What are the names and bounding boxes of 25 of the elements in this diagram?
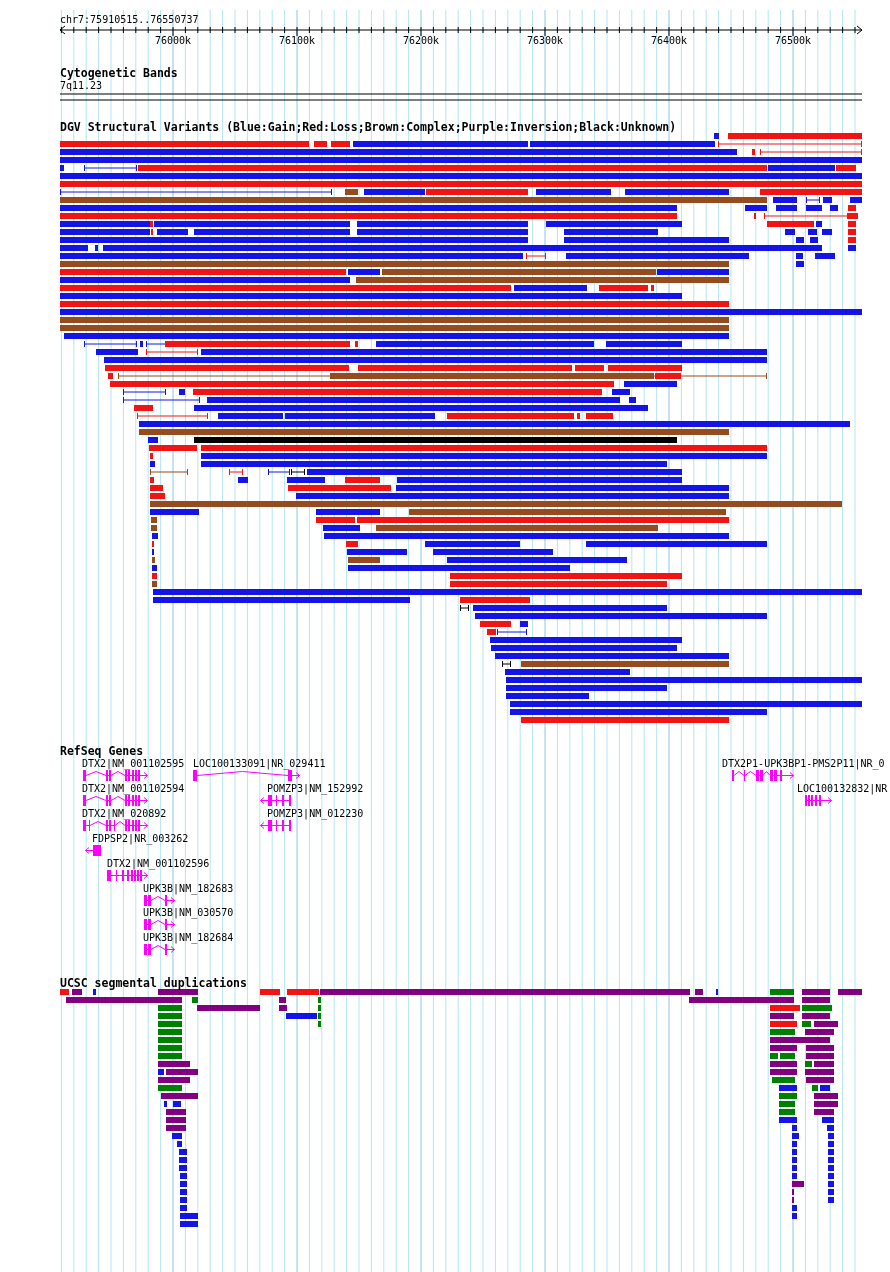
- gene-label: POMZP3|NM_152992: [267, 783, 364, 795]
- gene-label: DTX2P1-UPK3BP1-PMS2P11|NR_0: [722, 758, 885, 770]
- gene-label: UPK3B|NM_030570: [143, 907, 234, 919]
- gene-label: UPK3B|NM_182684: [143, 932, 234, 944]
- track-title: RefSeq Genes: [60, 745, 144, 758]
- position-label: chr7:75910515..76550737: [60, 14, 199, 26]
- gene-label: LOC100133091|NR_029411: [193, 758, 326, 770]
- gene-label: FDPSP2|NR_003262: [92, 833, 189, 845]
- gene-label: DTX2|NM_001102594: [82, 783, 185, 795]
- gene-label: DTX2|NM_001102595: [82, 758, 185, 770]
- axis-tick-label: 76100k: [278, 35, 316, 47]
- gene-label: DTX2|NM_001102596: [107, 858, 210, 870]
- axis-tick-label: 76500k: [774, 35, 812, 47]
- axis-tick-label: 76000k: [154, 35, 192, 47]
- gene-label: POMZP3|NM_012230: [267, 808, 364, 820]
- band-label: 7q11.23: [60, 80, 103, 92]
- gene-label: UPK3B|NM_182683: [143, 883, 234, 895]
- track-title: Cytogenetic Bands: [60, 67, 178, 80]
- gene-label: LOC100132832|NR: [797, 783, 888, 795]
- track-title: DGV Structural Variants (Blue:Gain;Red:Loss;Brown:Complex;Purple:Inversion;Black:Unknown): [60, 121, 677, 134]
- track-title: UCSC segmental duplications: [60, 977, 247, 990]
- axis-tick-label: 76200k: [402, 35, 440, 47]
- axis-tick-label: 76300k: [526, 35, 564, 47]
- gene-label: DTX2|NM_020892: [82, 808, 167, 820]
- axis-tick-label: 76400k: [650, 35, 688, 47]
